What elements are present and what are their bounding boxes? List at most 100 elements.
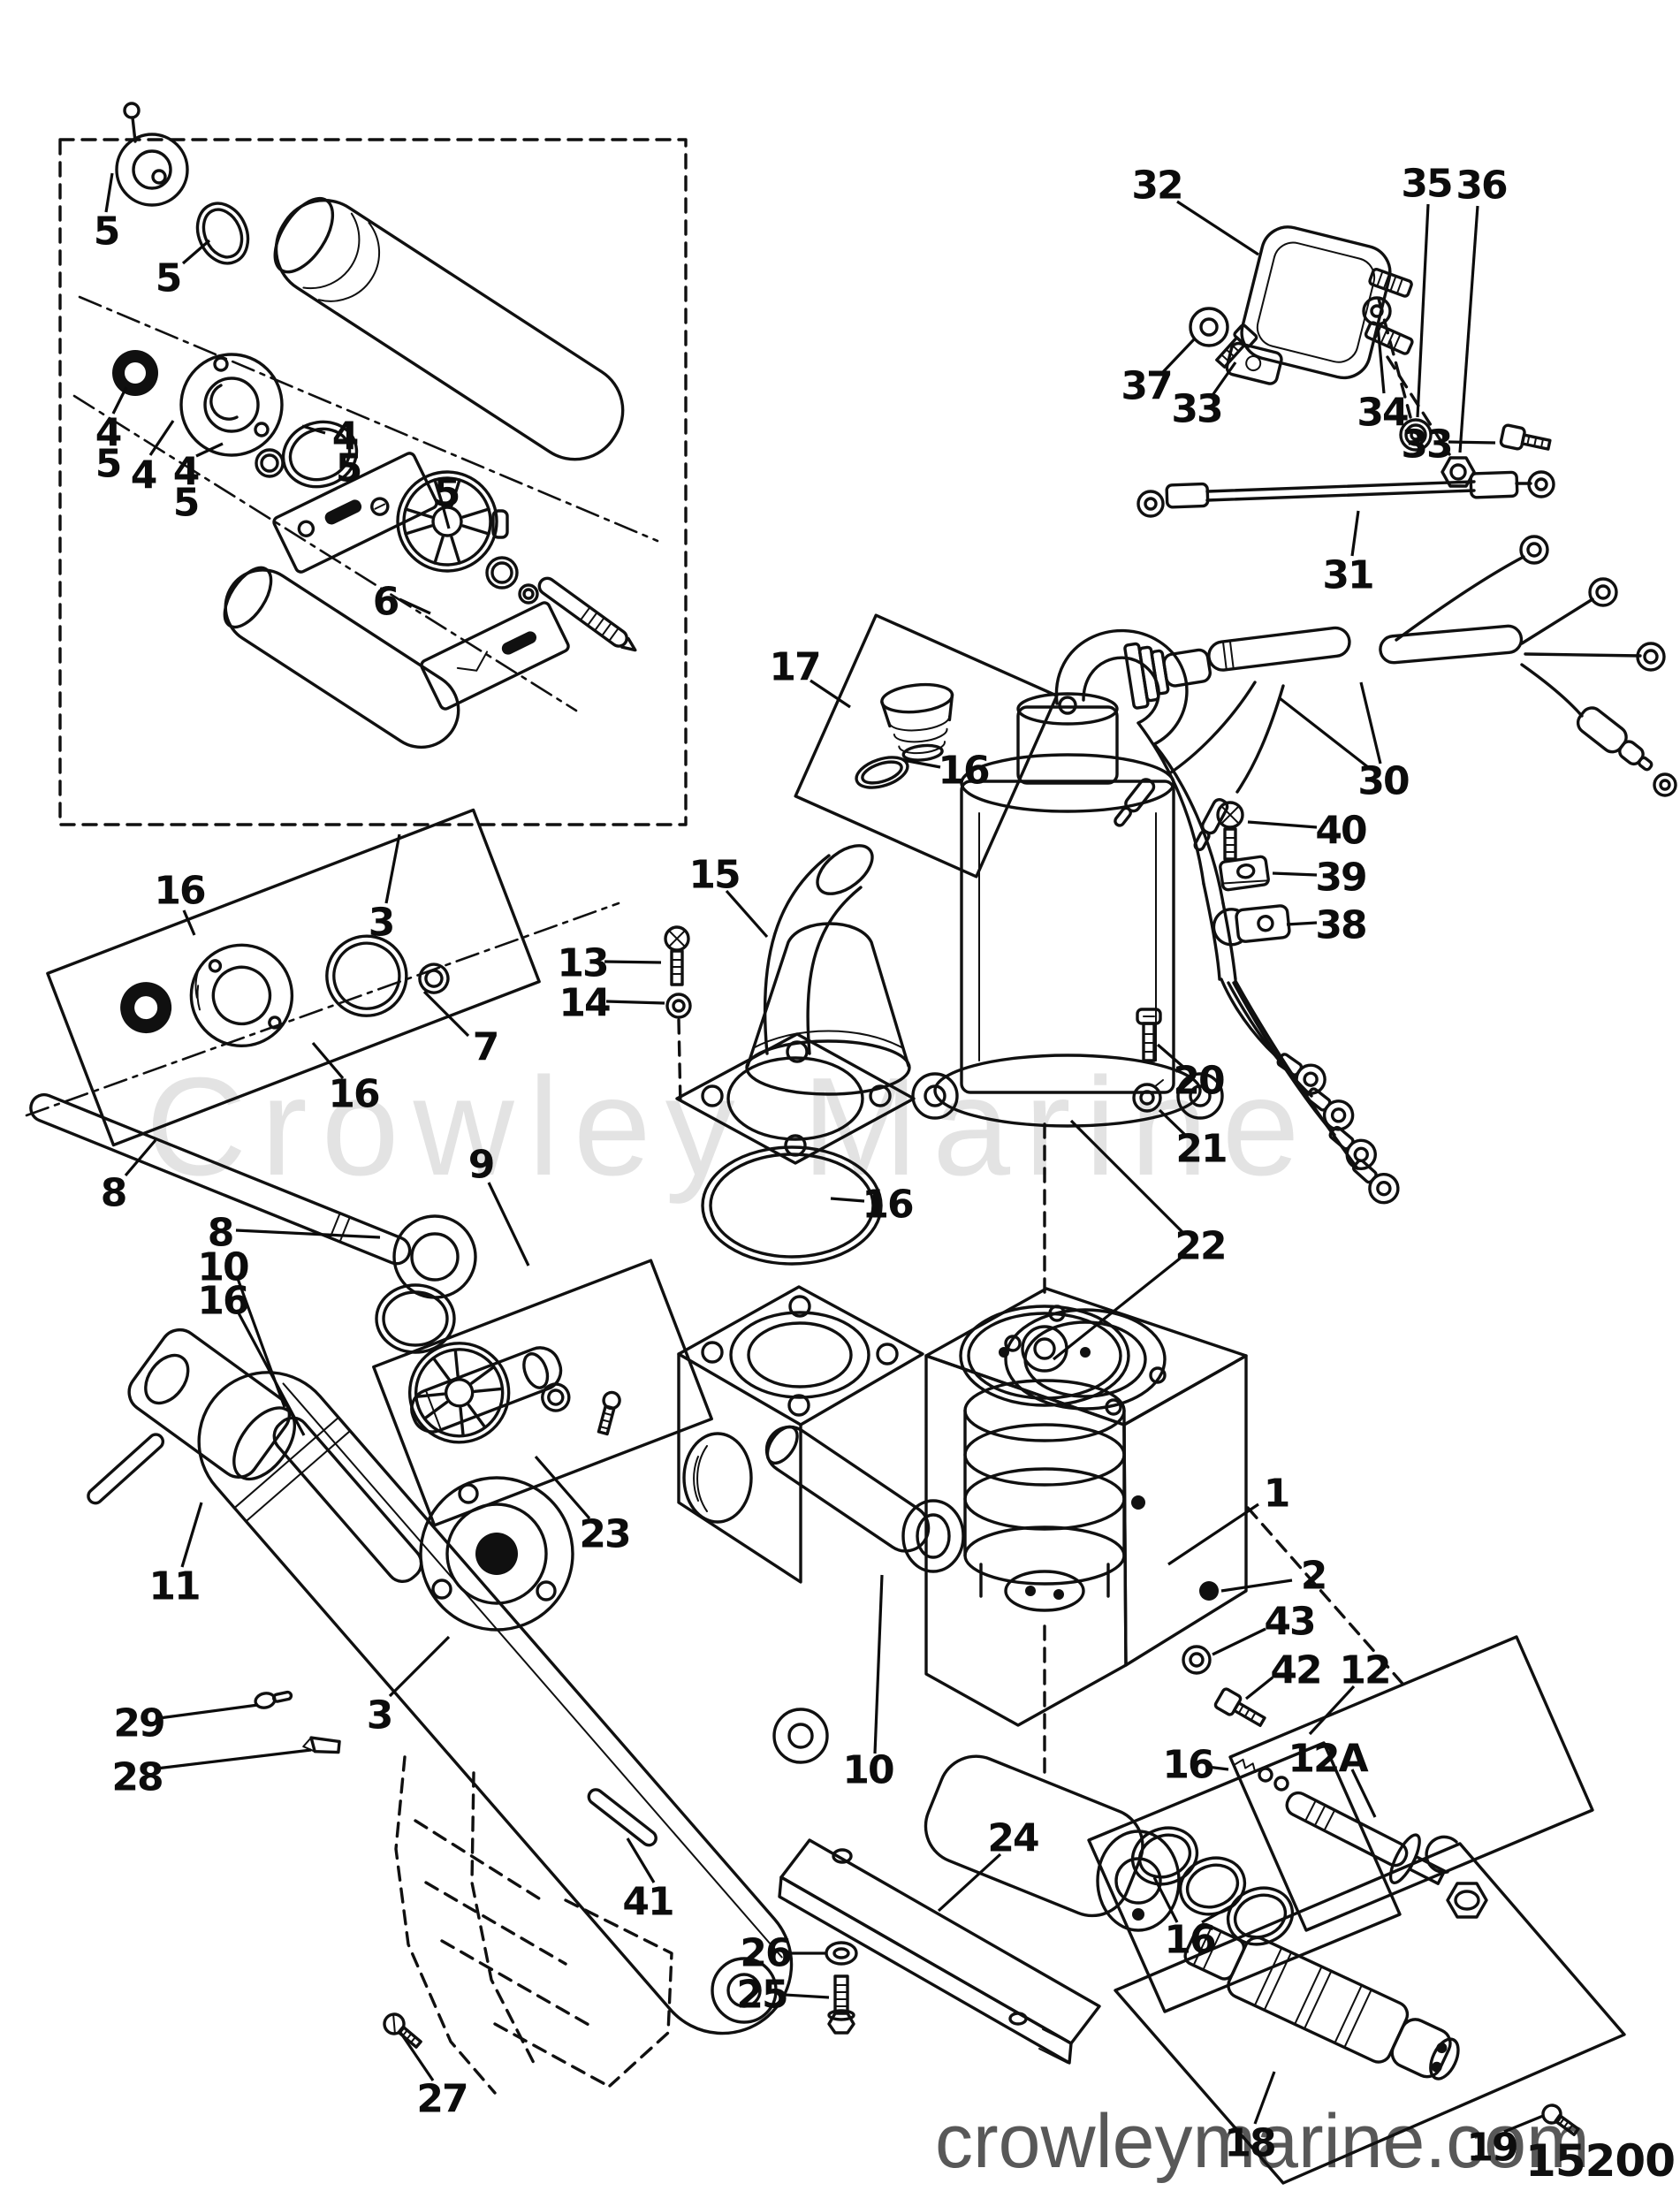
callout-label-16-28: 16 — [938, 749, 989, 794]
callout-label-29-23: 29 — [113, 1701, 163, 1746]
leader-line-5 — [181, 239, 211, 265]
leader-line-16 — [1201, 1902, 1236, 1924]
callout-label-28-24: 28 — [111, 1755, 162, 1800]
callout-label-10-17: 10 — [197, 1245, 248, 1290]
callout-label-16-18: 16 — [197, 1279, 248, 1324]
electric-motor — [911, 628, 1400, 1205]
leader-line-31 — [1350, 510, 1360, 557]
callout-label-17-27: 17 — [769, 645, 819, 690]
callout-label-42-42: 42 — [1270, 1648, 1320, 1693]
leader-line-30 — [1279, 696, 1369, 769]
trim-cylinder-3 — [87, 1328, 794, 2035]
leader-line-39 — [1272, 871, 1318, 877]
callout-label-8-16: 8 — [208, 1211, 233, 1256]
callout-label-13-30: 13 — [557, 941, 607, 986]
leader-line-4 — [195, 442, 224, 458]
callout-label-31-54: 31 — [1322, 553, 1372, 598]
leader-line-16 — [235, 1309, 306, 1436]
leader-line-8 — [124, 1138, 157, 1177]
leader-line-37 — [1159, 337, 1197, 376]
leader-line-3 — [388, 1635, 451, 1698]
kit-box-cylinder-parts — [58, 102, 688, 826]
leader-line-17 — [810, 679, 851, 709]
wiring-harness-30 — [1114, 535, 1677, 852]
leader-line-4 — [301, 424, 326, 435]
solenoid-group — [1189, 225, 1552, 488]
callout-label-4-7: 4 — [332, 415, 358, 460]
leader-line-33 — [1209, 361, 1237, 399]
leader-line-35 — [1416, 203, 1430, 418]
leader-line-16 — [902, 758, 941, 769]
callout-label-35-48: 35 — [1401, 162, 1451, 207]
kit-box-seals-7 — [25, 808, 620, 1147]
callout-label-5-1: 5 — [156, 256, 181, 301]
callout-label-21-37: 21 — [1175, 1127, 1226, 1172]
callout-label-33-51: 33 — [1171, 387, 1221, 432]
leader-line-12A — [1350, 1769, 1377, 1818]
callout-label-5-0: 5 — [94, 209, 119, 255]
leader-line-22 — [1053, 1253, 1185, 1361]
callout-label-32-47: 32 — [1131, 164, 1182, 209]
leader-line-23 — [534, 1455, 591, 1520]
leader-line-16 — [311, 1041, 345, 1080]
fill-plug-kit-17 — [794, 613, 1059, 879]
callout-label-4-4: 4 — [131, 453, 156, 498]
callout-label-2-40: 2 — [1301, 1554, 1327, 1599]
leader-line-20 — [1156, 1043, 1186, 1069]
leader-line-5 — [442, 508, 451, 529]
leader-line-9 — [487, 1182, 530, 1267]
callout-label-9-19: 9 — [468, 1143, 494, 1188]
callout-label-14-31: 14 — [559, 981, 610, 1026]
leader-line-40 — [1247, 820, 1318, 829]
callout-label-36-49: 36 — [1456, 164, 1507, 209]
callout-label-4-5: 4 — [173, 450, 199, 495]
link-cable-31 — [1136, 470, 1555, 518]
callout-label-4-2: 4 — [95, 411, 121, 456]
leader-line-5 — [104, 172, 114, 213]
callout-label-8-15: 8 — [101, 1171, 126, 1216]
callout-label-15-29: 15 — [688, 853, 739, 898]
leader-line-12 — [1308, 1685, 1356, 1736]
callout-label-22-38: 22 — [1174, 1224, 1225, 1269]
callout-label-16-12: 16 — [154, 869, 205, 914]
callout-label-26-45: 26 — [740, 1931, 791, 1976]
callout-label-30-55: 30 — [1357, 759, 1409, 804]
callout-label-3-22: 3 — [367, 1693, 392, 1738]
leader-line-29 — [158, 1703, 259, 1720]
motor-hardware — [1132, 801, 1291, 1113]
callout-label-12A-58: 12A — [1288, 1737, 1368, 1782]
callout-label-34-52: 34 — [1357, 391, 1408, 436]
callout-label-6-10: 6 — [373, 580, 399, 625]
leader-line-16 — [1152, 1876, 1179, 1923]
cover-screw-13-washer-14 — [664, 925, 692, 1108]
anode-plate-24 — [778, 1838, 1101, 2065]
reservoir-oring-16 — [701, 1145, 883, 1266]
kit-box-orings-16 — [1087, 1741, 1402, 2013]
leader-line-14 — [605, 1000, 665, 1005]
leader-line-16 — [830, 1197, 865, 1203]
callout-label-5-3: 5 — [95, 442, 121, 487]
leader-line-42 — [1245, 1676, 1273, 1700]
leader-line-22 — [1069, 1119, 1186, 1236]
callout-label-5-6: 5 — [173, 481, 199, 526]
leader-line-4 — [148, 420, 175, 456]
callout-label-16-59: 16 — [1164, 1918, 1215, 1963]
leader-line-16 — [1206, 1765, 1229, 1771]
kit-box-valve-18-19 — [1114, 1842, 1626, 2185]
callout-label-37-50: 37 — [1121, 364, 1171, 409]
callout-label-5-8: 5 — [336, 446, 361, 491]
leader-line-24 — [937, 1852, 1002, 1913]
leader-line-10 — [873, 1574, 884, 1754]
callout-label-24-44: 24 — [987, 1816, 1038, 1861]
callout-label-27-25: 27 — [416, 2077, 467, 2122]
callout-label-39-34: 39 — [1315, 856, 1365, 901]
leader-line-18 — [1253, 2071, 1276, 2125]
leader-line-33 — [1448, 440, 1496, 445]
callout-label-16-14: 16 — [328, 1072, 379, 1117]
drawing-number: 15200 — [1525, 2135, 1676, 2187]
callout-label-33-53: 33 — [1401, 422, 1451, 468]
callout-label-38-35: 38 — [1315, 903, 1365, 948]
leader-line-16 — [182, 909, 196, 936]
reservoir-cover-15 — [675, 844, 916, 1165]
